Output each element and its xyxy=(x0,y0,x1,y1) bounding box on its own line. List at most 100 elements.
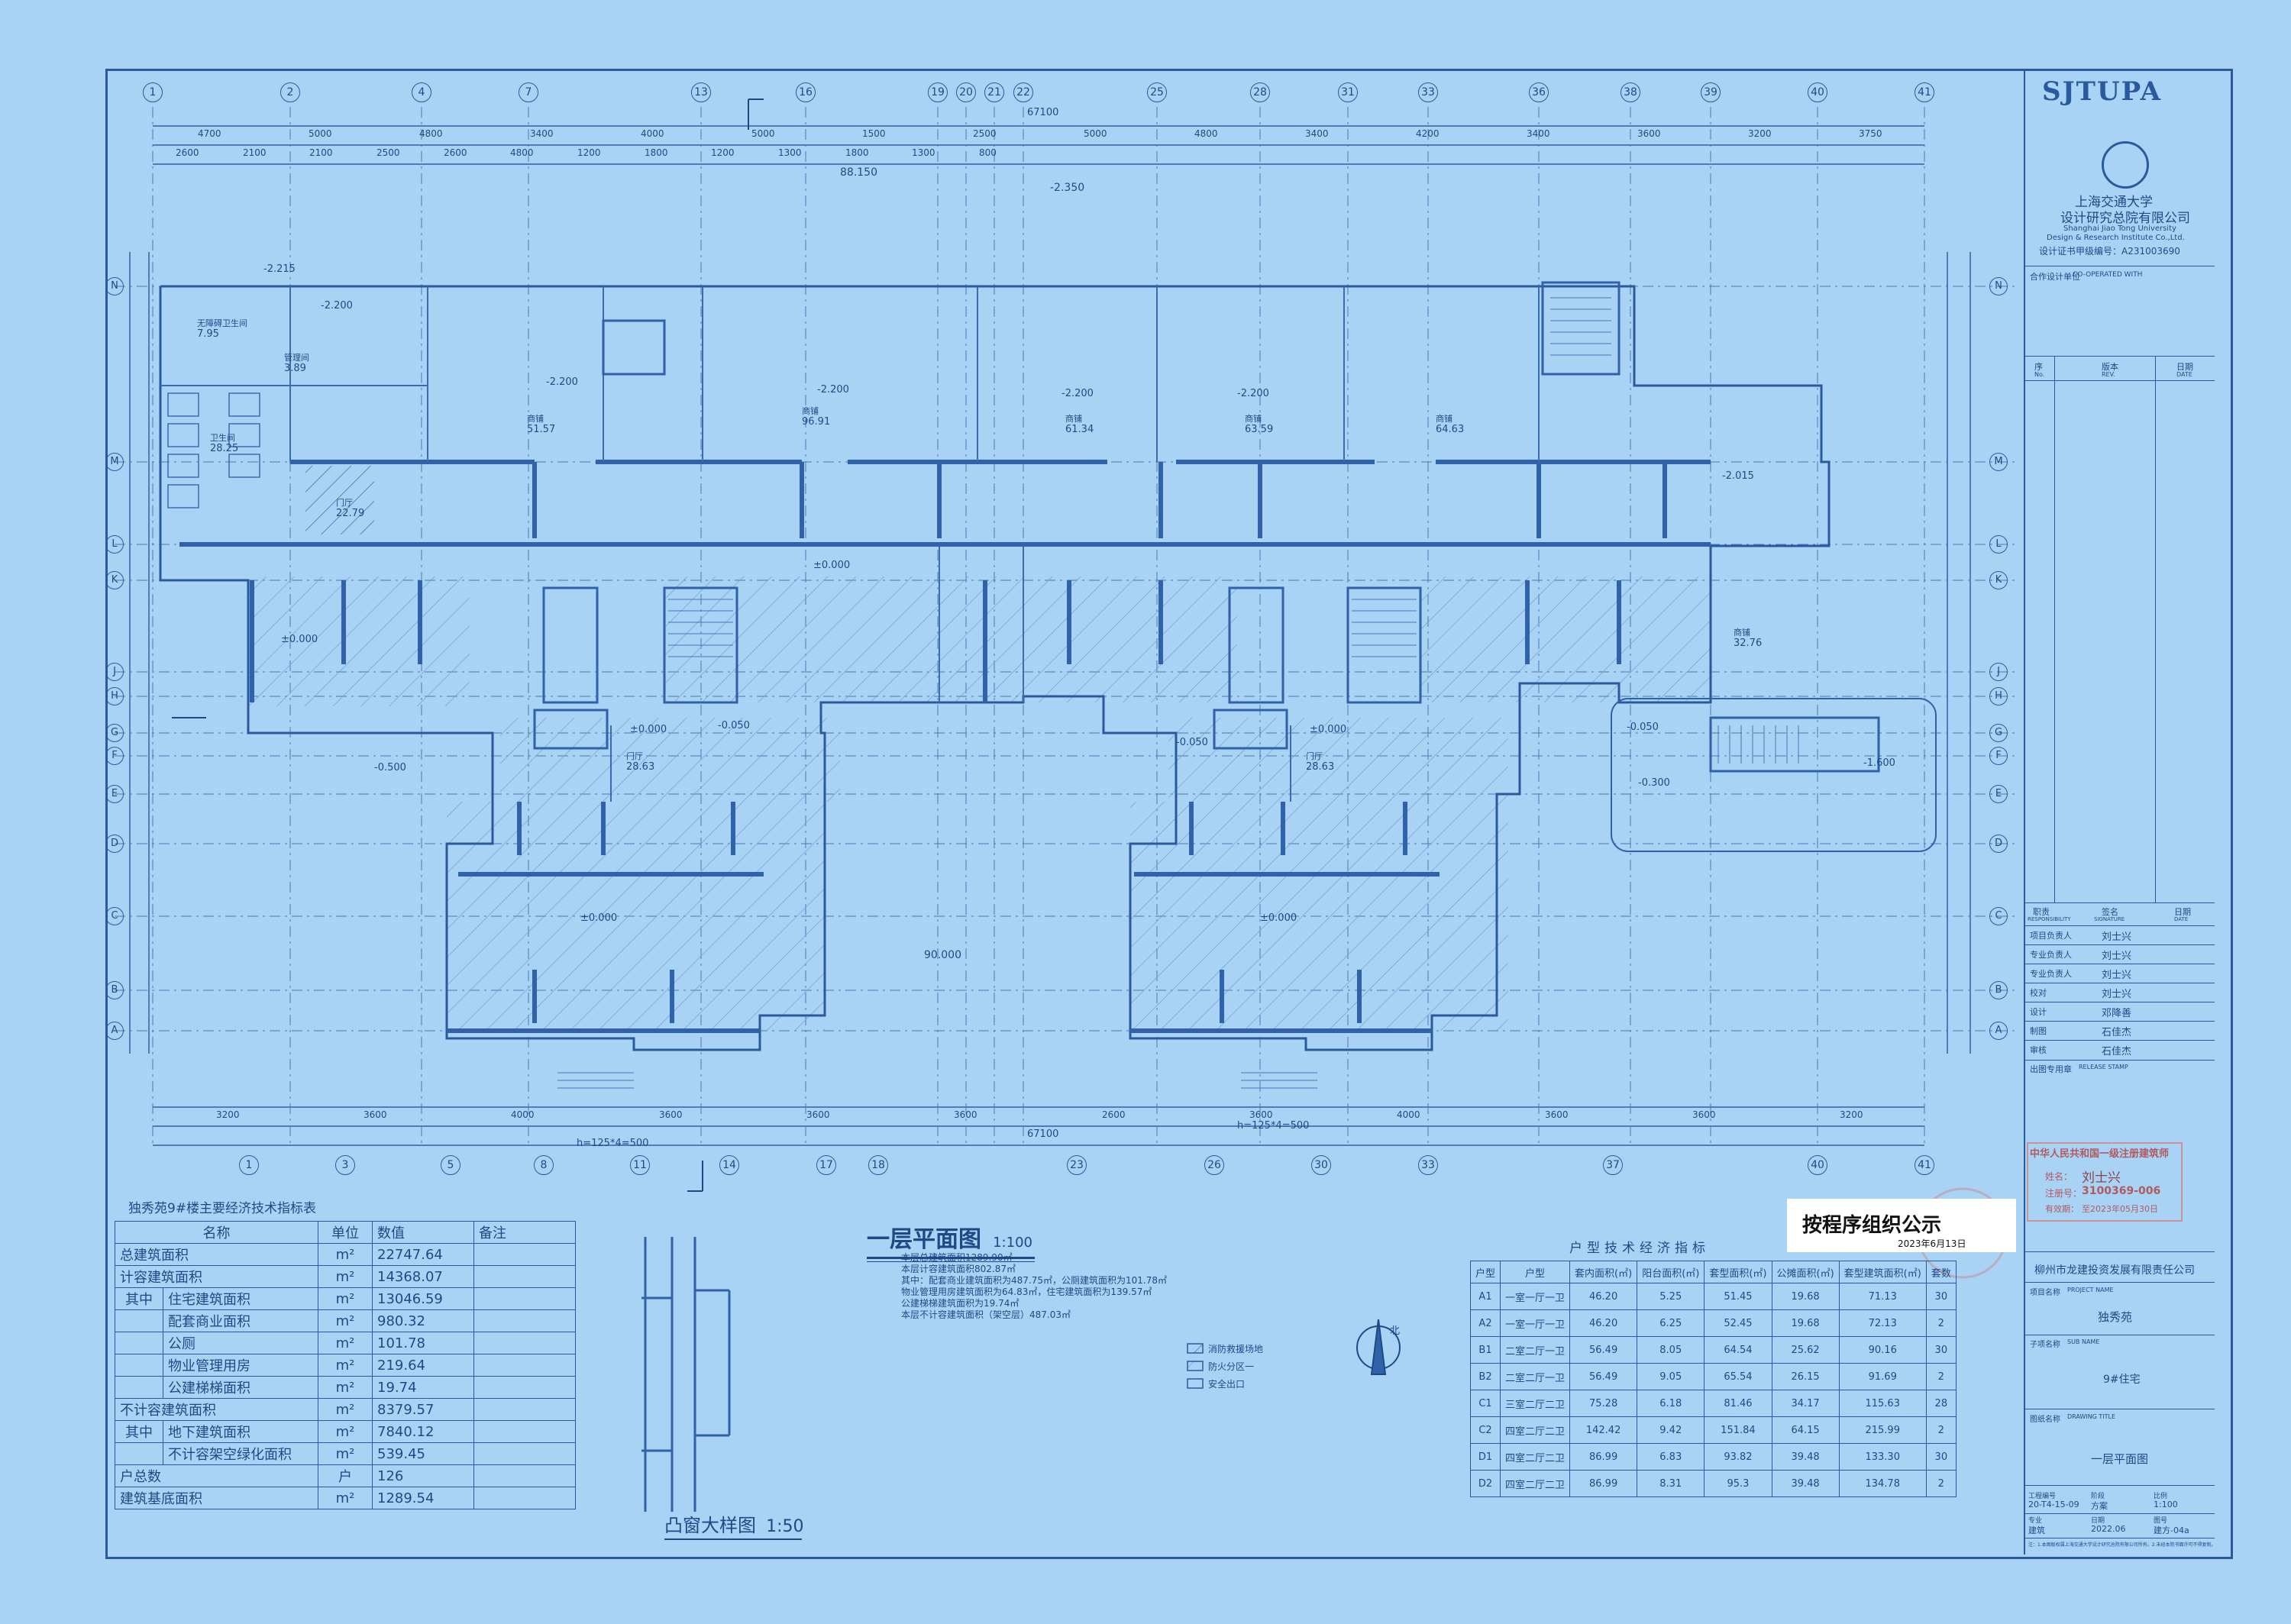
reg-stamp-valid: 至2023年05月30日 xyxy=(2082,1204,2158,1214)
unit-table-cell: 64.54 xyxy=(1704,1336,1772,1364)
econ-cell-value: 13046.59 xyxy=(372,1287,474,1310)
econ-cell-name: 地下建筑面积 xyxy=(163,1420,318,1443)
footer-value: 2022.06 xyxy=(2091,1524,2126,1534)
dimension-text: 4700 xyxy=(198,128,221,139)
axis-bubble: K xyxy=(105,571,124,589)
econ-cell-note xyxy=(473,1487,576,1509)
econ-cell-note xyxy=(473,1442,576,1465)
room-area: 32.76 xyxy=(1734,638,1763,649)
unit-table-cell: 133.30 xyxy=(1838,1443,1927,1471)
plan-note: 本层计容建筑面积802.87㎡ xyxy=(901,1264,1016,1274)
unit-table-header: 套型建筑面积(㎡) xyxy=(1838,1261,1927,1283)
axis-bubble: D xyxy=(105,835,124,853)
publicity-date: 2023年6月13日 xyxy=(1898,1238,1966,1249)
axis-bubble: 23 xyxy=(1067,1155,1087,1175)
econ-cell-note xyxy=(473,1398,576,1421)
plan-note: 物业管理用房建筑面积为64.83㎡，住宅建筑面积为139.57㎡ xyxy=(901,1287,1152,1297)
econ-header-name: 名称 xyxy=(115,1221,318,1244)
axis-bubble: 4 xyxy=(412,82,431,102)
dimension-text: 3600 xyxy=(954,1109,977,1120)
unit-table-cell: D1 xyxy=(1469,1443,1501,1471)
unit-table-cell: 二室二厅一卫 xyxy=(1500,1336,1571,1364)
level-marker: -0.050 xyxy=(1627,722,1659,733)
level-marker: -2.200 xyxy=(321,300,353,312)
level-marker: -2.200 xyxy=(546,376,578,388)
sign-header-role: 职责 xyxy=(2033,907,2050,917)
axis-bubble: 40 xyxy=(1808,1155,1827,1175)
econ-cell-value: 14368.07 xyxy=(372,1265,474,1288)
level-marker: ±0.000 xyxy=(630,724,667,735)
sign-row-line xyxy=(2025,944,2215,945)
unit-table-cell: 9.42 xyxy=(1637,1416,1705,1444)
certificate-number: 设计证书甲级编号：A231003690 xyxy=(2039,246,2180,257)
project-name-label-en: PROJECT NAME xyxy=(2067,1287,2114,1293)
econ-cell-unit: m² xyxy=(318,1442,373,1465)
revision-header-rev: 版本 xyxy=(2102,362,2118,372)
dimension-text: 2600 xyxy=(176,147,199,158)
econ-cell-unit: m² xyxy=(318,1487,373,1509)
room-name: 商铺 xyxy=(1065,414,1082,424)
econ-header-unit: 单位 xyxy=(318,1221,373,1244)
plan-note: 本层总建筑面积1289.90㎡ xyxy=(901,1252,1013,1263)
econ-cell-group xyxy=(115,1354,163,1377)
room-area: 7.95 xyxy=(197,328,219,340)
sign-header-role-en: RESPONSIBILITY xyxy=(2028,916,2071,922)
reg-stamp-cert-label: 注册号： xyxy=(2045,1188,2083,1199)
dimension-text: 4000 xyxy=(511,1109,535,1120)
room-area: 64.63 xyxy=(1436,424,1465,435)
ramp-label: h=125*4=500 xyxy=(577,1138,649,1149)
dimension-text: 1200 xyxy=(711,147,735,158)
econ-cell-note xyxy=(473,1376,576,1399)
axis-bubble: 20 xyxy=(956,82,976,102)
room-area: 22.79 xyxy=(336,508,365,519)
unit-table-cell: 81.46 xyxy=(1704,1390,1772,1417)
unit-table-header: 公摊面积(㎡) xyxy=(1771,1261,1840,1283)
sign-name: 石佳杰 xyxy=(2102,1046,2132,1057)
dimension-text: 2600 xyxy=(1102,1109,1126,1120)
unit-table-cell: 一室一厅一卫 xyxy=(1500,1309,1571,1337)
econ-cell-unit: m² xyxy=(318,1332,373,1354)
axis-bubble: 40 xyxy=(1808,82,1827,102)
footer-value: 20-T4-15-09 xyxy=(2028,1500,2079,1509)
unit-table-cell: 2 xyxy=(1925,1470,1957,1497)
sign-role: 制图 xyxy=(2030,1026,2047,1036)
unit-table-cell: 90.16 xyxy=(1838,1336,1927,1364)
unit-table-cell: 9.05 xyxy=(1637,1363,1705,1390)
footer-value: 1:100 xyxy=(2154,1500,2178,1509)
dimension-text: 1800 xyxy=(845,147,869,158)
axis-bubble: 16 xyxy=(796,82,816,102)
title-block: SJTUPA 上海交通大学 设计研究总院有限公司 Shanghai Jiao T… xyxy=(2024,69,2215,1555)
plan-scale: 1:100 xyxy=(993,1235,1032,1251)
axis-bubble: L xyxy=(1989,535,2008,554)
econ-cell-value: 101.78 xyxy=(372,1332,474,1354)
sign-name: 邓降善 xyxy=(2102,1008,2132,1019)
revision-header-no-en: No. xyxy=(2034,371,2045,378)
revision-header-no: 序 xyxy=(2034,362,2043,372)
unit-table-cell: 56.49 xyxy=(1569,1363,1638,1390)
econ-header-value: 数值 xyxy=(372,1221,474,1244)
econ-cell-note xyxy=(473,1464,576,1487)
sign-name: 刘士兴 xyxy=(2102,931,2132,943)
level-marker: -0.050 xyxy=(718,720,750,731)
footer-label: 日期 xyxy=(2091,1517,2105,1525)
sign-header-date: 日期 xyxy=(2174,907,2191,917)
axis-bubble: 41 xyxy=(1915,1155,1934,1175)
unit-table-cell: A2 xyxy=(1469,1309,1501,1337)
room-area: 28.25 xyxy=(210,443,239,454)
reg-stamp-cert: 3100369-006 xyxy=(2082,1185,2161,1197)
dimension-text: 4000 xyxy=(641,128,664,139)
dimension-text: 1300 xyxy=(778,147,802,158)
axis-bubble: N xyxy=(105,277,124,295)
dimension-text: 3600 xyxy=(1692,1109,1716,1120)
axis-bubble: G xyxy=(1989,724,2008,742)
sign-role: 设计 xyxy=(2030,1007,2047,1017)
level-marker: 90.000 xyxy=(924,949,961,961)
dimension-text: 2500 xyxy=(973,128,997,139)
econ-table-title: 独秀苑9#楼主要经济技术指标表 xyxy=(128,1201,317,1216)
unit-table-cell: 91.69 xyxy=(1838,1363,1927,1390)
axis-bubble: N xyxy=(1989,277,2008,295)
